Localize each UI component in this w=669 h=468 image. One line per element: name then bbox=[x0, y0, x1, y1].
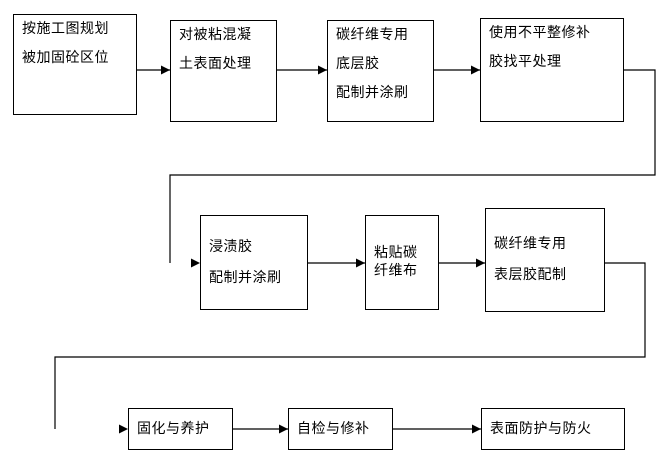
connector-n3-to-n4 bbox=[434, 65, 480, 75]
node-label-line: 粘贴碳 bbox=[374, 245, 418, 261]
node-apply-carbon-fiber-fabric[interactable]: 粘贴碳纤维布 bbox=[365, 215, 439, 310]
arrowhead-icon bbox=[318, 65, 327, 75]
node-label-line: 对被粘混凝 bbox=[179, 27, 252, 43]
node-concrete-surface-treatment[interactable]: 对被粘混凝土表面处理 bbox=[170, 20, 277, 122]
arrowhead-icon bbox=[161, 65, 170, 75]
node-label-line: 被加固砼区位 bbox=[22, 50, 109, 66]
node-label-line: 胶找平处理 bbox=[489, 54, 562, 70]
arrowhead-icon bbox=[279, 424, 288, 434]
node-label-line: 按施工图规划 bbox=[22, 21, 109, 37]
node-label-line: 使用不平整修补 bbox=[489, 25, 591, 41]
node-label-line: 表层胶配制 bbox=[494, 267, 567, 283]
connector-n7-to-n8 bbox=[54, 262, 646, 434]
node-label-line: 纤维布 bbox=[374, 263, 418, 279]
node-primer-preparation-and-coating[interactable]: 碳纤维专用底层胶配制并涂刷 bbox=[327, 20, 434, 122]
node-label-line: 底层胶 bbox=[336, 56, 380, 72]
node-saturant-preparation-and-coating[interactable]: 浸渍胶配制并涂刷 bbox=[200, 215, 308, 310]
connector-n6-to-n7 bbox=[439, 258, 485, 268]
node-topcoat-adhesive-preparation[interactable]: 碳纤维专用表层胶配制 bbox=[485, 208, 605, 312]
connector-n8-to-n9 bbox=[233, 424, 288, 434]
node-label-line: 碳纤维专用 bbox=[336, 27, 409, 43]
node-label-line: 浸渍胶 bbox=[209, 238, 253, 255]
connector-n2-to-n3 bbox=[277, 65, 327, 75]
node-leveling-putty-treatment[interactable]: 使用不平整修补胶找平处理 bbox=[480, 18, 624, 122]
node-curing-and-maintenance[interactable]: 固化与养护 bbox=[128, 408, 233, 450]
node-label-line: 自检与修补 bbox=[297, 420, 370, 437]
node-label-line: 表面防护与防火 bbox=[490, 420, 592, 437]
node-label-line: 碳纤维专用 bbox=[494, 236, 567, 252]
node-plan-reinforcement-area[interactable]: 按施工图规划被加固砼区位 bbox=[13, 14, 137, 115]
arrowhead-icon bbox=[191, 258, 200, 268]
node-label-line: 固化与养护 bbox=[137, 420, 210, 437]
node-label-line: 配制并涂刷 bbox=[336, 85, 409, 101]
node-self-inspection-and-repair[interactable]: 自检与修补 bbox=[288, 408, 393, 450]
arrowhead-icon bbox=[476, 258, 485, 268]
arrowhead-icon bbox=[472, 424, 481, 434]
connector-n1-to-n2 bbox=[137, 65, 170, 75]
arrowhead-icon bbox=[119, 424, 128, 434]
node-surface-protection-and-fireproofing[interactable]: 表面防护与防火 bbox=[481, 408, 625, 450]
arrowhead-icon bbox=[471, 65, 480, 75]
connector-n5-to-n6 bbox=[308, 258, 365, 268]
connector-n4-to-n5 bbox=[169, 69, 656, 268]
arrowhead-icon bbox=[356, 258, 365, 268]
connector-n9-to-n10 bbox=[393, 424, 481, 434]
node-label-line: 配制并涂刷 bbox=[209, 269, 282, 286]
node-label-line: 土表面处理 bbox=[179, 56, 252, 72]
